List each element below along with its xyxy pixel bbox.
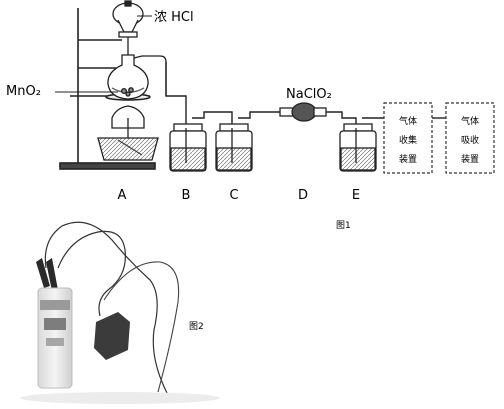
- wash-bottle-c: [215, 123, 253, 172]
- label-e: E: [352, 188, 360, 203]
- figure-2-caption: 图2: [189, 321, 204, 332]
- gas-absorption-box: 气体 吸收 装置: [445, 102, 495, 174]
- collect-line-3: 装置: [399, 153, 417, 165]
- drying-tube-d: [279, 102, 327, 122]
- power-adapter: [94, 312, 130, 360]
- naclo2-label: NaClO₂: [286, 87, 332, 102]
- absorb-line-3: 装置: [461, 153, 479, 165]
- label-b: B: [182, 188, 191, 203]
- collect-line-1: 气体: [399, 115, 417, 127]
- wash-bottle-b: [169, 123, 207, 172]
- round-bottom-flask: [107, 54, 167, 100]
- absorb-line-2: 吸收: [461, 134, 479, 146]
- wire-2: [44, 221, 169, 396]
- collect-line-2: 收集: [399, 134, 417, 146]
- wire-3: [103, 261, 180, 393]
- mno2-label: MnO₂: [6, 84, 41, 99]
- connecting-tubes: [165, 62, 384, 142]
- wash-bottle-e: [339, 123, 377, 172]
- figure-1-caption: 图1: [336, 220, 351, 231]
- gas-collection-box: 气体 收集 装置: [383, 102, 433, 174]
- separatory-funnel: [112, 0, 144, 58]
- alligator-clip-2: [46, 258, 58, 291]
- label-a: A: [118, 188, 127, 203]
- heating-burner: [97, 105, 159, 161]
- label-d: D: [298, 188, 308, 203]
- label-c: C: [229, 188, 238, 203]
- absorb-line-1: 气体: [461, 115, 479, 127]
- figure-1: 气体 收集 装置 气体 吸收 装置 浓 HCl MnO₂ NaClO₂ A B …: [6, 0, 495, 231]
- figure-2-photo: 图2: [20, 221, 220, 404]
- hcl-label: 浓 HCl: [154, 10, 194, 25]
- alligator-clip-1: [36, 258, 50, 288]
- wire-1: [57, 230, 126, 317]
